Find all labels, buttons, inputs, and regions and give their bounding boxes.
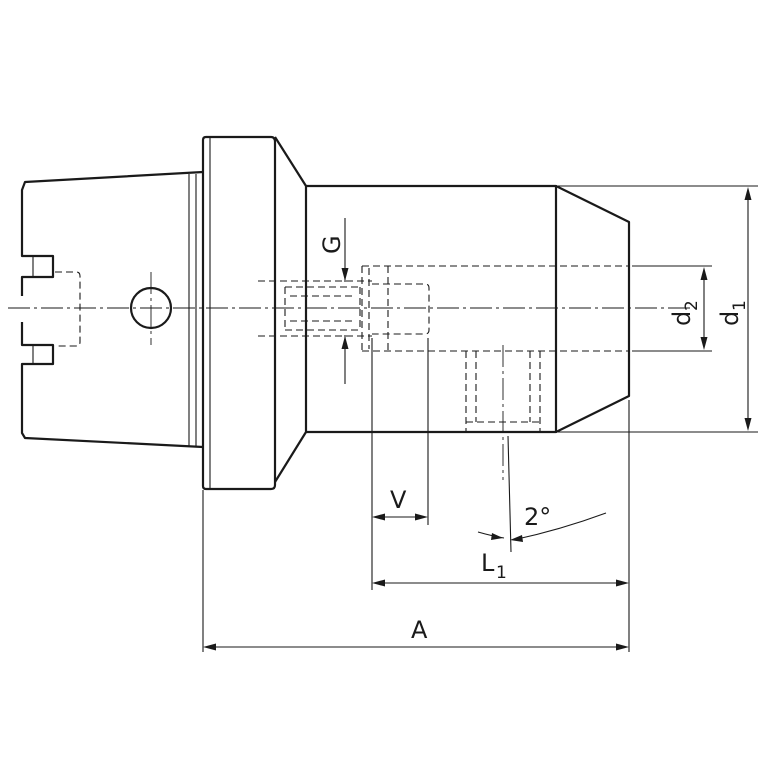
body-outline — [306, 184, 558, 434]
bore-hidden — [362, 265, 629, 352]
adjust-screw-hidden — [258, 280, 372, 337]
label-v: V — [390, 486, 407, 514]
d2-arrow-top — [700, 267, 708, 280]
v-arrow-right — [415, 513, 428, 521]
label-a: A — [411, 616, 428, 644]
a-arrow-left — [203, 643, 216, 651]
label-d1-sub: 1 — [730, 300, 750, 311]
drive-slot-hidden — [55, 271, 81, 347]
flange-outline — [201, 135, 277, 491]
d1-arrow-bottom — [744, 418, 752, 431]
angle-arrow-left — [491, 533, 503, 540]
angle-arrow-right — [510, 535, 523, 542]
l1-arrow-left — [372, 579, 385, 587]
pocket-hidden — [372, 283, 430, 335]
label-g: G — [318, 235, 346, 254]
taper-shank-outline — [20, 170, 204, 449]
label-d2: d — [668, 311, 696, 326]
d1-extension-lines — [558, 185, 758, 433]
label-d2-sub: 2 — [682, 300, 702, 311]
v-extension-lines — [371, 338, 429, 590]
cone-transition — [274, 136, 308, 483]
d1-arrow-top — [744, 187, 752, 200]
a-arrow-right — [616, 643, 629, 651]
label-l1: L — [481, 549, 495, 577]
v-arrow-left — [372, 513, 385, 521]
bore-step-hidden — [361, 266, 389, 351]
g-arrow-top — [341, 268, 349, 281]
shank-inner-edge — [188, 174, 197, 446]
label-d1: d — [716, 311, 744, 326]
angle-leader — [477, 435, 607, 553]
clamping-screw-hidden — [465, 351, 541, 433]
nose-outline — [555, 185, 631, 433]
label-l1-sub: 1 — [496, 563, 507, 583]
l1-arrow-right — [616, 579, 629, 587]
d2-extension-lines — [632, 265, 712, 352]
g-arrow-bottom — [341, 336, 349, 349]
label-angle: 2° — [524, 503, 551, 531]
d2-arrow-bottom — [700, 337, 708, 350]
